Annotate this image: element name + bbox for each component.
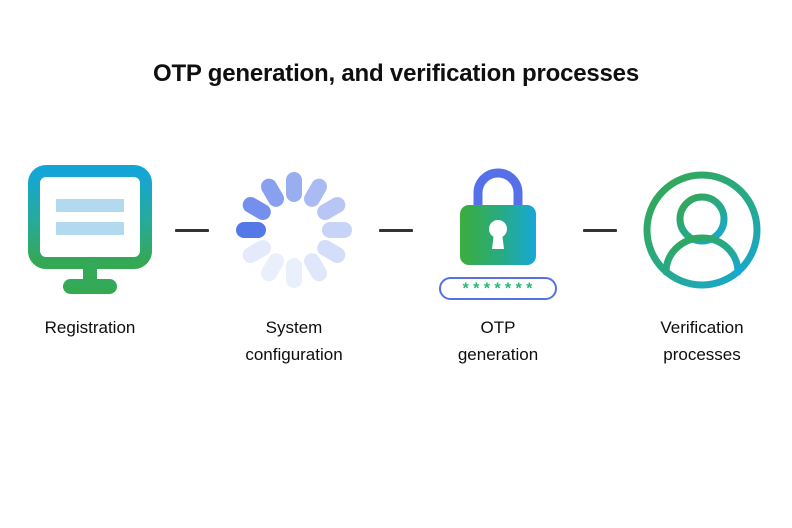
connector-dash [175, 228, 209, 232]
monitor-icon [15, 160, 165, 300]
process-step-otp-generation[interactable]: ******* OTP generation [418, 160, 578, 368]
connector-1 [170, 160, 214, 300]
user-avatar-icon [627, 160, 777, 300]
padlock-icon [460, 168, 536, 265]
process-step-label: Registration [44, 318, 136, 337]
process-step-label: System configuration [245, 318, 343, 364]
padlock-with-otp-field: ******* [423, 160, 573, 300]
process-step-verification-processes[interactable]: Verification processes [622, 160, 782, 368]
process-step-system-configuration[interactable]: System configuration [214, 160, 374, 368]
process-step-label: OTP generation [457, 318, 539, 364]
connector-dash [583, 228, 617, 232]
process-flow: Registration [0, 160, 792, 368]
connector-3 [578, 160, 622, 300]
page-title: OTP generation, and verification process… [153, 60, 639, 87]
otp-masked-value: ******* [460, 281, 536, 299]
loading-spinner-icon [219, 160, 369, 300]
otp-input-field[interactable]: ******* [439, 276, 557, 300]
process-step-label: Verification processes [660, 318, 744, 364]
connector-2 [374, 160, 418, 300]
connector-dash [379, 228, 413, 232]
process-step-registration[interactable]: Registration [10, 160, 170, 341]
